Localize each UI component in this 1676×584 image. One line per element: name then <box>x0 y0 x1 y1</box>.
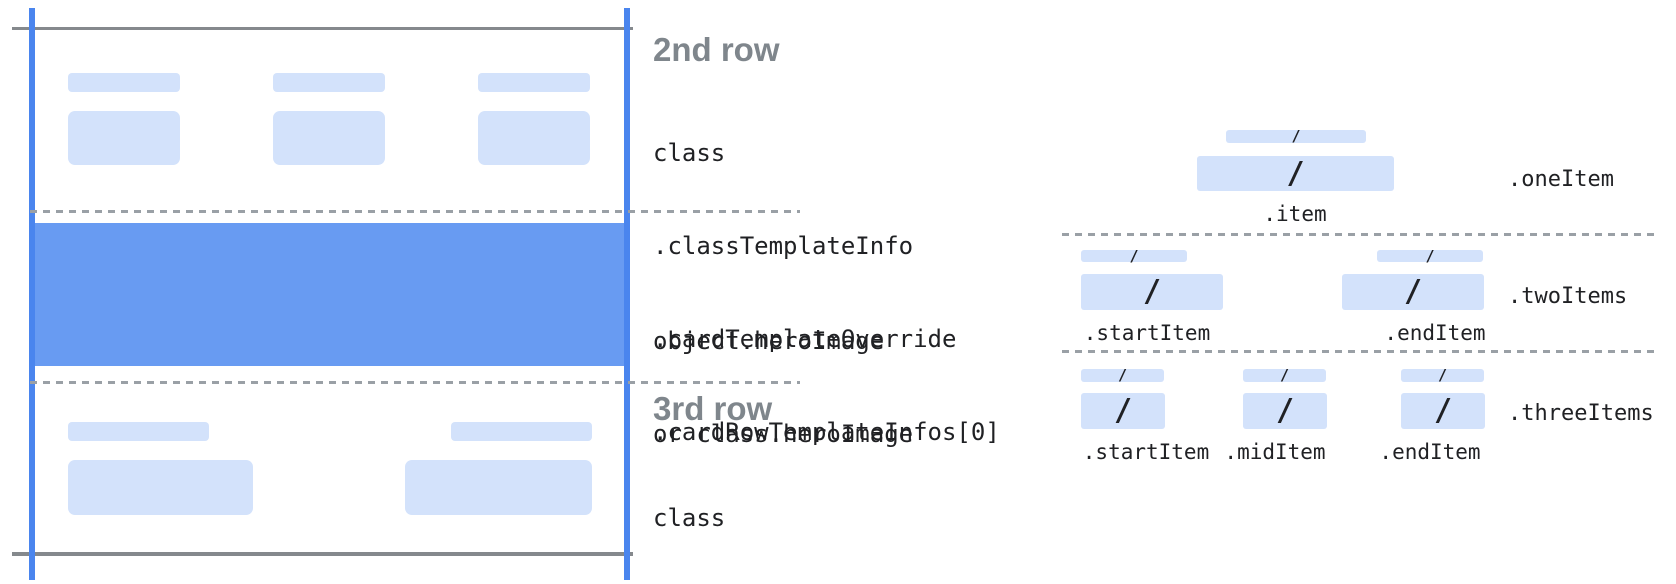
three-items-mid-value-bar: / <box>1243 393 1327 429</box>
slash-placeholder: / <box>1275 393 1295 428</box>
slash-placeholder: / <box>1425 246 1435 265</box>
path-line: .cardRowTemplateInfos[0] <box>653 418 1000 446</box>
template-divider-dashed-line-2 <box>1062 350 1660 353</box>
one-item-label-bar: / <box>1226 127 1366 145</box>
card-bottom-edge-line <box>12 552 633 556</box>
row2-col2-value-placeholder <box>273 111 385 165</box>
two-items-end-label-bar: / <box>1377 246 1483 265</box>
three-items-end-caption: .endItem <box>1379 440 1481 464</box>
path-line: class <box>653 139 726 167</box>
row2-col3-value-placeholder <box>478 111 590 165</box>
row2-col1-label-placeholder <box>68 73 180 92</box>
second-row-class-path: class .classTemplateInfo .cardTemplateOv… <box>653 76 1000 510</box>
three-items-end-label-bar: / <box>1401 366 1484 384</box>
third-row-class-path: class .classTemplateInfo .cardTemplateOv… <box>653 441 1000 584</box>
slash-placeholder: / <box>1117 366 1128 384</box>
third-row-heading: 3rd row <box>653 390 773 427</box>
row-divider-dashed-line-1 <box>30 210 800 213</box>
slash-placeholder: / <box>1291 127 1301 145</box>
row3-col1-label-placeholder <box>68 422 209 441</box>
row3-col2-value-placeholder <box>405 460 592 515</box>
three-items-start-label-bar: / <box>1081 366 1164 384</box>
path-line: .classTemplateInfo <box>653 232 914 260</box>
hero-image-band <box>30 223 629 366</box>
slash-placeholder: / <box>1437 366 1448 384</box>
hero-image-annotation: object.heroImage or class.heroImage <box>653 264 913 512</box>
three-items-template-name: .threeItems <box>1508 401 1654 426</box>
row-divider-dashed-line-2 <box>30 381 800 384</box>
three-items-start-caption: .startItem <box>1082 440 1210 464</box>
path-line: .cardTemplateOverride <box>653 325 957 353</box>
card-right-guide-line <box>624 8 630 580</box>
slash-placeholder: / <box>1129 246 1139 265</box>
row2-col3-label-placeholder <box>478 73 590 92</box>
slash-placeholder: / <box>1142 274 1162 309</box>
slash-placeholder: / <box>1433 393 1453 428</box>
row2-col1-value-placeholder <box>68 111 180 165</box>
row2-col2-label-placeholder <box>273 73 385 92</box>
one-item-value-bar: / <box>1197 156 1394 191</box>
slash-placeholder: / <box>1403 274 1423 309</box>
row3-col1-value-placeholder <box>68 460 253 515</box>
two-items-start-label-bar: / <box>1081 246 1187 265</box>
row3-col2-label-placeholder <box>451 422 592 441</box>
three-items-mid-label-bar: / <box>1243 366 1326 384</box>
slash-placeholder: / <box>1286 155 1305 191</box>
second-row-heading: 2nd row <box>653 31 780 68</box>
slash-placeholder: / <box>1279 366 1290 384</box>
three-items-end-value-bar: / <box>1401 393 1485 429</box>
two-items-template-name: .twoItems <box>1508 284 1628 309</box>
hero-path-line: object.heroImage <box>653 327 885 355</box>
path-line: class <box>653 504 726 532</box>
card-left-guide-line <box>29 8 35 580</box>
three-items-start-value-bar: / <box>1081 393 1165 429</box>
template-divider-dashed-line-1 <box>1062 233 1660 236</box>
two-items-start-caption: .startItem <box>1083 321 1211 345</box>
three-items-mid-caption: .midItem <box>1224 440 1326 464</box>
two-items-end-value-bar: / <box>1342 274 1484 310</box>
one-item-caption: .item <box>1263 202 1327 226</box>
slash-placeholder: / <box>1113 393 1133 428</box>
hero-path-line: or class.heroImage <box>653 420 914 448</box>
one-item-template-name: .oneItem <box>1508 167 1614 192</box>
two-items-end-caption: .endItem <box>1384 321 1486 345</box>
card-top-edge-line <box>12 27 633 30</box>
two-items-start-value-bar: / <box>1081 274 1223 310</box>
